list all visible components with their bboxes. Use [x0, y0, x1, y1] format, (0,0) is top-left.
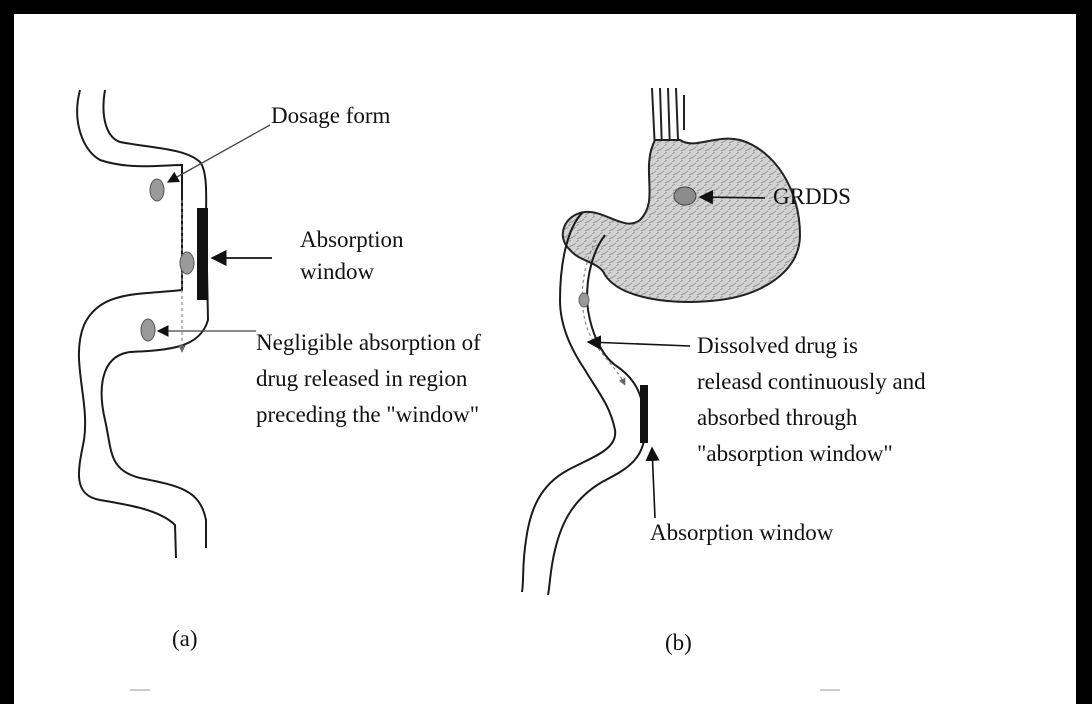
absorption-window-label-b: Absorption window: [650, 518, 833, 548]
dissolved-note-line2: releasd continuously and: [697, 367, 926, 397]
grdds-label: GRDDS: [773, 182, 851, 212]
dosage-form-upper: [150, 179, 164, 201]
dissolved-note-line3: absorbed through: [697, 403, 857, 433]
absorption-window-leader-b: [652, 448, 655, 518]
dissolved-drug-particle: [579, 293, 589, 307]
dissolved-note-line1: Dissolved drug is: [697, 331, 858, 361]
dosage-form-middle: [180, 252, 194, 274]
negligible-note-line2: drug released in region: [256, 364, 467, 394]
absorption-window-bar-a: [197, 208, 208, 300]
dissolved-drug-leader: [588, 342, 690, 346]
panel-b-label: (b): [665, 628, 692, 658]
dosage-form-label: Dosage form: [271, 101, 390, 131]
negligible-note-line1: Negligible absorption of: [256, 328, 481, 358]
intestine-outer-wall: [77, 90, 182, 558]
intestine-inner-wall: [102, 90, 208, 548]
absorption-window-label-a-line1: Absorption: [300, 225, 404, 255]
dissolved-note-line4: "absorption window": [697, 439, 893, 469]
absorption-window-label-a-line2: window: [300, 257, 374, 287]
grdds-pill: [674, 187, 696, 205]
dosage-form-lower: [141, 319, 155, 341]
stomach: [563, 139, 800, 302]
panel-a-label: (a): [172, 624, 198, 654]
absorption-window-bar-b: [640, 385, 648, 443]
negligible-note-line3: preceding the "window": [256, 400, 479, 430]
grdds-leader: [700, 197, 765, 198]
